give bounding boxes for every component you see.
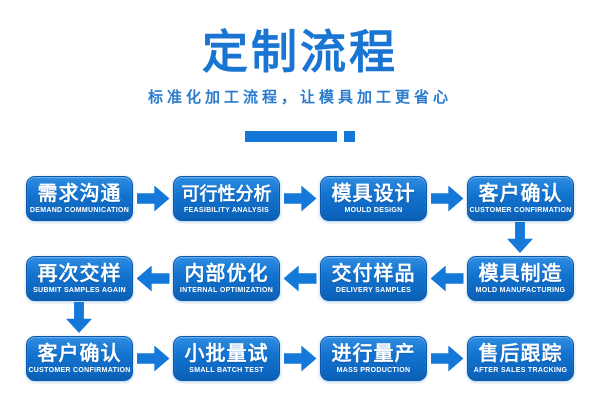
arrow-left-icon bbox=[136, 265, 170, 292]
flow-step-feasibility-analysis: 可行性分析 FEASIBILITY ANALYSIS bbox=[173, 176, 280, 221]
step-subtitle: FEASIBILITY ANALYSIS bbox=[183, 206, 270, 214]
step-title: 需求沟通 bbox=[37, 182, 122, 205]
arrow-right-icon bbox=[283, 345, 317, 372]
flow-step-mould-design: 模具设计 MOULD DESIGN bbox=[320, 176, 427, 221]
step-subtitle: DELIVERY SAMPLES bbox=[335, 286, 412, 294]
step-title: 内部优化 bbox=[184, 262, 269, 285]
flow-step-customer-confirmation-1: 客户确认 CUSTOMER CONFIRMATION bbox=[467, 176, 574, 221]
flow-step-mold-manufacturing: 模具制造 MOLD MANUFACTURING bbox=[467, 256, 574, 301]
flow-step-submit-samples-again: 再次交样 SUBMIT SAMPLES AGAIN bbox=[26, 256, 133, 301]
decoration-bar bbox=[245, 130, 337, 142]
arrow-right-icon bbox=[430, 345, 464, 372]
step-title: 再次交样 bbox=[37, 262, 122, 285]
step-subtitle: MASS PRODUCTION bbox=[336, 366, 411, 374]
step-subtitle: MOULD DESIGN bbox=[344, 206, 403, 214]
step-subtitle: SUBMIT SAMPLES AGAIN bbox=[33, 286, 126, 294]
arrow-left-icon bbox=[283, 265, 317, 292]
flow-step-small-batch-test: 小批量试 SMALL BATCH TEST bbox=[173, 336, 280, 381]
step-title: 模具设计 bbox=[331, 182, 416, 205]
flow-row-1: 需求沟通 DEMAND COMMUNICATION 可行性分析 FEASIBIL… bbox=[26, 176, 574, 221]
arrow-right-icon bbox=[136, 185, 170, 212]
step-title: 客户确认 bbox=[37, 342, 122, 365]
arrow-right-icon bbox=[136, 345, 170, 372]
step-title: 售后跟踪 bbox=[478, 342, 563, 365]
page-subtitle: 标准化加工流程，让模具加工更省心 bbox=[147, 89, 452, 106]
arrow-down-icon bbox=[507, 222, 533, 253]
flow-step-internal-optimization: 内部优化 INTERNAL OPTIMIZATION bbox=[173, 256, 280, 301]
step-title: 进行量产 bbox=[331, 342, 416, 365]
page-title: 定制流程 bbox=[202, 26, 398, 78]
step-subtitle: MOLD MANUFACTURING bbox=[475, 286, 566, 294]
step-title: 客户确认 bbox=[478, 182, 563, 205]
arrow-right-icon bbox=[283, 185, 317, 212]
decoration-square bbox=[344, 130, 355, 142]
flow-step-customer-confirmation-2: 客户确认 CUSTOMER CONFIRMATION bbox=[26, 336, 133, 381]
step-subtitle: AFTER SALES TRACKING bbox=[473, 366, 568, 374]
title-underline-decoration bbox=[0, 130, 600, 142]
flow-row-2: 再次交样 SUBMIT SAMPLES AGAIN 内部优化 INTERNAL … bbox=[26, 256, 574, 301]
step-title: 交付样品 bbox=[331, 262, 416, 285]
arrow-down-icon bbox=[66, 302, 92, 333]
flow-step-after-sales-tracking: 售后跟踪 AFTER SALES TRACKING bbox=[467, 336, 574, 381]
step-subtitle: CUSTOMER CONFIRMATION bbox=[469, 206, 572, 214]
flow-row-3: 客户确认 CUSTOMER CONFIRMATION 小批量试 SMALL BA… bbox=[26, 336, 574, 381]
flow-step-mass-production: 进行量产 MASS PRODUCTION bbox=[320, 336, 427, 381]
step-subtitle: INTERNAL OPTIMIZATION bbox=[179, 286, 274, 294]
flow-step-demand-communication: 需求沟通 DEMAND COMMUNICATION bbox=[26, 176, 133, 221]
step-title: 可行性分析 bbox=[181, 183, 272, 204]
arrow-right-icon bbox=[430, 185, 464, 212]
step-subtitle: CUSTOMER CONFIRMATION bbox=[28, 366, 131, 374]
step-subtitle: SMALL BATCH TEST bbox=[189, 366, 264, 374]
step-title: 小批量试 bbox=[184, 342, 269, 365]
flow-step-delivery-samples: 交付样品 DELIVERY SAMPLES bbox=[320, 256, 427, 301]
arrow-left-icon bbox=[430, 265, 464, 292]
step-title: 模具制造 bbox=[478, 262, 563, 285]
step-subtitle: DEMAND COMMUNICATION bbox=[29, 206, 130, 214]
